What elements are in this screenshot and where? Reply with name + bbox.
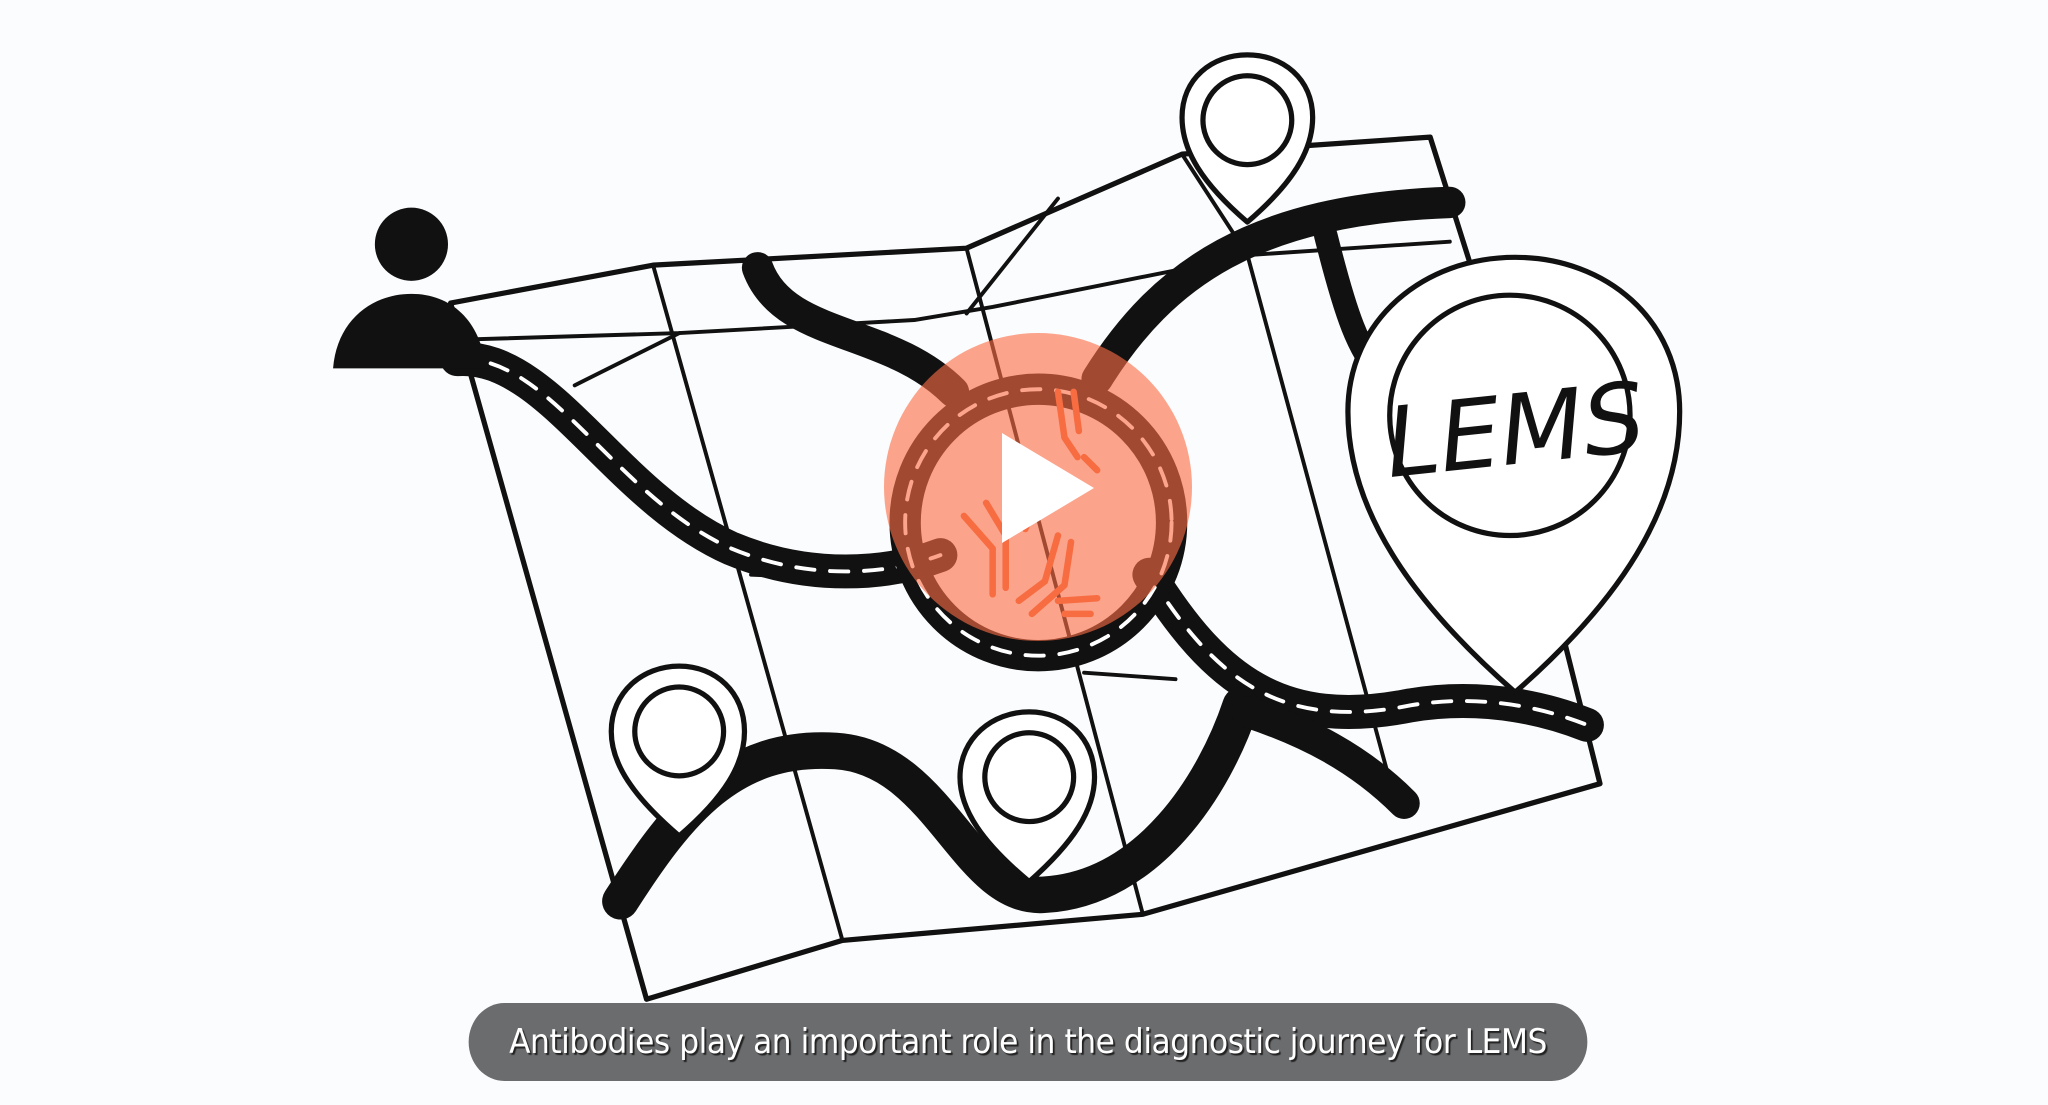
road	[1081, 186, 1466, 395]
person-icon	[333, 293, 486, 369]
road	[440, 342, 958, 589]
play-button[interactable]	[884, 333, 1192, 641]
video-caption: Antibodies play an important role in the…	[468, 1003, 1588, 1081]
map-pin	[608, 663, 748, 839]
map-fold	[461, 239, 1452, 342]
lems-pin-label: LEMS	[1380, 360, 1650, 500]
road	[741, 252, 970, 408]
lems-pin	[1345, 254, 1683, 695]
map-pin	[1179, 52, 1316, 225]
map-fold	[651, 263, 845, 943]
person-icon	[374, 207, 448, 281]
play-icon	[1002, 433, 1094, 543]
road	[1231, 696, 1420, 819]
road	[1147, 572, 1589, 727]
road	[455, 357, 943, 574]
map-pin	[957, 709, 1098, 885]
